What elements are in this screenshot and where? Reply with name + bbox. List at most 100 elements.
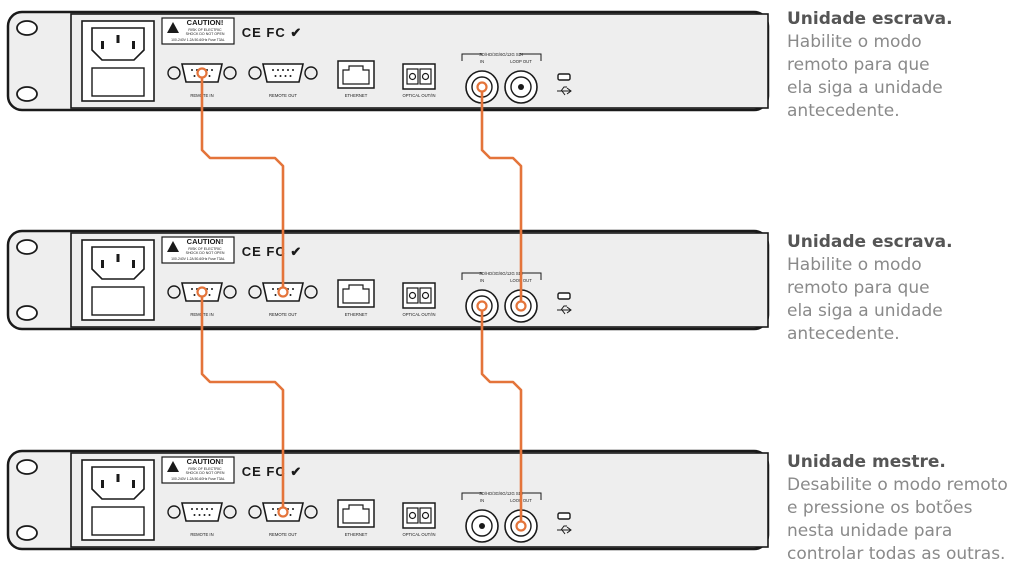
certification-marks: CE FC ✔	[242, 25, 303, 40]
pin-icon	[282, 69, 284, 71]
sdi-loop-out-label: LOOP OUT	[510, 59, 532, 64]
optical-lens-icon	[408, 72, 417, 81]
pin-icon	[193, 294, 196, 296]
remote-out-label: REMOTE OUT	[269, 93, 297, 98]
optical-lens-icon	[421, 72, 430, 81]
screw-icon	[304, 66, 318, 80]
caption-line: antecedente.	[787, 101, 900, 121]
cable-plug-icon	[196, 67, 208, 79]
optical-label: OPTICAL OUT/IN	[402, 532, 435, 537]
screw-icon	[223, 285, 237, 299]
pin-icon	[274, 75, 277, 77]
usb-symbol-icon	[557, 525, 572, 535]
pin-icon	[208, 75, 211, 77]
cable-plug-icon	[277, 506, 289, 518]
caption-line: ela siga a unidade	[787, 78, 943, 98]
certification-marks: CE FC ✔	[242, 464, 303, 479]
usb-symbol-icon	[557, 305, 572, 315]
power-rating: 100-240V 1.2A 50-60Hz Fuse T3AL	[171, 38, 225, 42]
caption-line: Desabilite o modo remoto	[787, 475, 1008, 495]
remote-out-label: REMOTE OUT	[269, 532, 297, 537]
sdi-header-label: SD/HD/3G/6G/12G SDI	[479, 491, 523, 496]
power-pin-icon	[132, 260, 135, 268]
sdi-in-label: IN	[480, 278, 484, 283]
fuse-drawer-icon	[91, 67, 145, 97]
pin-icon	[274, 294, 277, 296]
power-pin-icon	[101, 480, 104, 488]
pin-icon	[272, 508, 274, 510]
bnc-pin-icon	[479, 523, 485, 529]
caption-line: e pressione os botões	[787, 498, 973, 518]
caption-line: remoto para que	[787, 278, 930, 298]
sdi-bracket	[461, 272, 542, 280]
pin-icon	[272, 69, 274, 71]
caption-line: antecedente.	[787, 324, 900, 344]
optical-lens-icon	[408, 291, 417, 300]
certification-marks: CE FC ✔	[242, 244, 303, 259]
pin-icon	[191, 69, 193, 71]
pin-icon	[211, 288, 213, 290]
caption-slave-2: Unidade escrava. Habilite o modo remoto …	[787, 231, 1019, 346]
sdi-cable-upper	[480, 85, 523, 308]
caution-note: SHOCK DO NOT OPEN	[186, 471, 225, 475]
caption-master: Unidade mestre. Desabilite o modo remoto…	[787, 451, 1019, 566]
pin-icon	[289, 514, 292, 516]
remote-in-label: REMOTE IN	[190, 532, 213, 537]
power-inlet-icon	[91, 246, 145, 280]
sdi-loop-out-port	[504, 70, 538, 104]
warning-triangle-icon	[167, 241, 179, 252]
optical-label: OPTICAL OUT/IN	[402, 312, 435, 317]
power-pin-icon	[116, 254, 120, 262]
mounting-hole-icon	[16, 86, 38, 102]
remote-in-port	[167, 502, 237, 522]
sdi-bracket	[461, 492, 542, 500]
sdi-in-label: IN	[480, 59, 484, 64]
power-pin-icon	[101, 260, 104, 268]
power-rating: 100-240V 1.2A 50-60Hz Fuse T3AL	[171, 477, 225, 481]
caption-line: remoto para que	[787, 55, 930, 75]
mounting-hole-icon	[16, 525, 38, 541]
caution-note: RISK OF ELECTRIC	[188, 247, 222, 251]
remote-out-label: REMOTE OUT	[269, 312, 297, 317]
caution-note: RISK OF ELECTRIC	[188, 28, 222, 32]
bnc-inner-icon	[510, 76, 532, 98]
ethernet-label: ETHERNET	[345, 93, 368, 98]
optical-lens-icon	[408, 511, 417, 520]
cable-plug-icon	[476, 81, 488, 93]
caution-title: CAUTION!	[187, 18, 224, 27]
optical-lens-icon	[421, 291, 430, 300]
pin-icon	[211, 508, 213, 510]
pin-icon	[198, 514, 201, 516]
pin-icon	[206, 508, 208, 510]
pin-icon	[274, 514, 277, 516]
screw-icon	[167, 66, 181, 80]
mounting-hole-icon	[16, 20, 38, 36]
power-inlet-icon	[91, 27, 145, 61]
power-pin-icon	[116, 35, 120, 43]
caption-line: nesta unidade para	[787, 521, 953, 541]
usb-port-icon	[557, 292, 571, 300]
optical-cell-icon	[406, 287, 419, 304]
screw-icon	[167, 505, 181, 519]
rj45-icon	[342, 284, 370, 304]
optical-port	[402, 502, 436, 529]
caption-line: ela siga a unidade	[787, 301, 943, 321]
pin-icon	[289, 75, 292, 77]
mounting-hole-icon	[16, 459, 38, 475]
caption-title: Unidade escrava.	[787, 9, 953, 29]
optical-cell-icon	[419, 507, 432, 524]
pin-icon	[208, 514, 211, 516]
cable-plug-icon	[476, 300, 488, 312]
optical-cell-icon	[406, 68, 419, 85]
screw-icon	[304, 505, 318, 519]
screw-icon	[304, 285, 318, 299]
mounting-hole-icon	[16, 305, 38, 321]
caption-title: Unidade escrava.	[787, 232, 953, 252]
screw-icon	[167, 285, 181, 299]
caution-note: RISK OF ELECTRIC	[188, 467, 222, 471]
usb-port-icon	[557, 73, 571, 81]
optical-cell-icon	[406, 507, 419, 524]
optical-cell-icon	[419, 287, 432, 304]
pin-icon	[289, 294, 292, 296]
pin-icon	[272, 288, 274, 290]
